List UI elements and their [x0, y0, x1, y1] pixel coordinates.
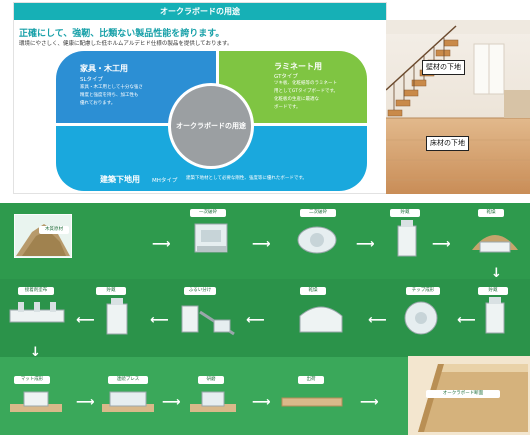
finished-board-icon — [280, 394, 344, 410]
panel-header: オークラボードの用途 — [14, 3, 386, 20]
process-step-label: 貯蔵 — [96, 287, 126, 295]
storage-silo-icon — [484, 297, 506, 337]
mat-former-icon — [8, 388, 64, 416]
arrow-right-icon: ⟶ — [360, 395, 379, 410]
process-step-label: 木質原材 — [39, 226, 69, 234]
interior-photo: 壁材の下地 床材の下地 — [386, 20, 530, 194]
quadrant-type: GTタイプ — [274, 74, 298, 80]
arrow-right-icon: ⟶ — [162, 395, 181, 410]
quadrant-furniture: 家具・木工用 SLタイプ 家具・木工用として十分な強さ 精度と強度を持ち、加工性… — [56, 51, 216, 123]
process-step-label: 一次破砕 — [190, 209, 226, 217]
arrow-left-icon: ⟵ — [246, 313, 265, 328]
continuous-press-icon — [100, 388, 156, 416]
process-step-label: 乾燥 — [300, 287, 326, 295]
arrow-right-icon: ⟶ — [152, 237, 171, 252]
wall-base-label: 壁材の下地 — [422, 60, 465, 75]
dryer-icon — [470, 220, 520, 254]
quadrant-title: ラミネート用 — [274, 62, 322, 71]
process-step-label: 出荷 — [298, 376, 324, 384]
process-step-label: 貯蔵 — [390, 209, 420, 217]
arrow-right-icon: ⟶ — [76, 395, 95, 410]
chip-former-icon — [400, 298, 442, 336]
glue-applicator-icon — [8, 300, 66, 330]
quadrant-desc: 建築下地材として必要な剛性、強度等に優れたボードです。 — [186, 176, 307, 181]
process-step-label: マット成形 — [14, 376, 50, 384]
quadrant-desc: ツキ板、化粧紙等のラミネート 用としてGTタイプボードです。 化粧板の生産に最適… — [274, 81, 338, 110]
arrow-down-icon: ↓ — [30, 345, 41, 360]
subline: 環境にやさしく、健康に配慮した低ホルムアルデヒド仕様の製品を提供しております。 — [19, 41, 233, 47]
arrow-left-icon: ⟵ — [457, 313, 476, 328]
process-step-label: チップ成形 — [406, 287, 440, 295]
process-step-label: 連続プレス — [108, 376, 148, 384]
arrow-left-icon: ⟵ — [76, 313, 95, 328]
quadrant-title: 家具・木工用 — [80, 64, 128, 73]
process-step-label: 二次破砕 — [300, 209, 336, 217]
process-step-label: 接着剤塗布 — [18, 287, 54, 295]
center-label: オークラボードの用途 — [176, 122, 246, 130]
process-step-label: 乾燥 — [478, 209, 504, 217]
sander-icon — [188, 388, 238, 416]
arrow-right-icon: ⟶ — [432, 237, 451, 252]
secondary-crusher-icon — [296, 220, 338, 256]
process-row-1 — [0, 203, 530, 279]
process-row-2 — [0, 279, 530, 357]
quadrant-desc: 家具・木工用として十分な強さ 精度と強度を持ち、加工性も 優れております。 — [80, 85, 143, 106]
primary-crusher-icon — [193, 220, 231, 256]
process-step-label: 研磨 — [198, 376, 224, 384]
quadrant-title: 建築下地用 — [100, 175, 140, 184]
quadrant-type: MHタイプ — [152, 178, 178, 184]
arrow-down-icon: ↓ — [491, 266, 502, 281]
interior-photo-image — [386, 20, 530, 194]
process-step-label: 貯蔵 — [478, 287, 508, 295]
storage-silo-icon — [104, 298, 130, 338]
arrow-right-icon: ⟶ — [252, 395, 271, 410]
panel-title: オークラボードの用途 — [160, 7, 240, 16]
usage-panel: オークラボードの用途 正確にして、強靭、比類ない製品性能を誇ります。 環境にやさ… — [13, 2, 387, 194]
sieve-icon — [180, 298, 236, 338]
storage-silo-icon — [396, 220, 418, 260]
quadrant-type: SLタイプ — [80, 77, 104, 83]
process-step-label: ふるい分け — [184, 287, 216, 295]
floor-base-label: 床材の下地 — [426, 136, 469, 151]
dryer-drum-icon — [296, 300, 346, 334]
arrow-left-icon: ⟵ — [150, 313, 169, 328]
center-circle: オークラボードの用途 — [168, 83, 254, 169]
wood-material-photo — [13, 213, 73, 259]
headline: 正確にして、強靭、比類ない製品性能を誇ります。 — [19, 29, 225, 39]
arrow-right-icon: ⟶ — [252, 237, 271, 252]
cross-section-label: オークラボード断面 — [426, 390, 500, 398]
arrow-right-icon: ⟶ — [356, 237, 375, 252]
arrow-left-icon: ⟵ — [368, 313, 387, 328]
